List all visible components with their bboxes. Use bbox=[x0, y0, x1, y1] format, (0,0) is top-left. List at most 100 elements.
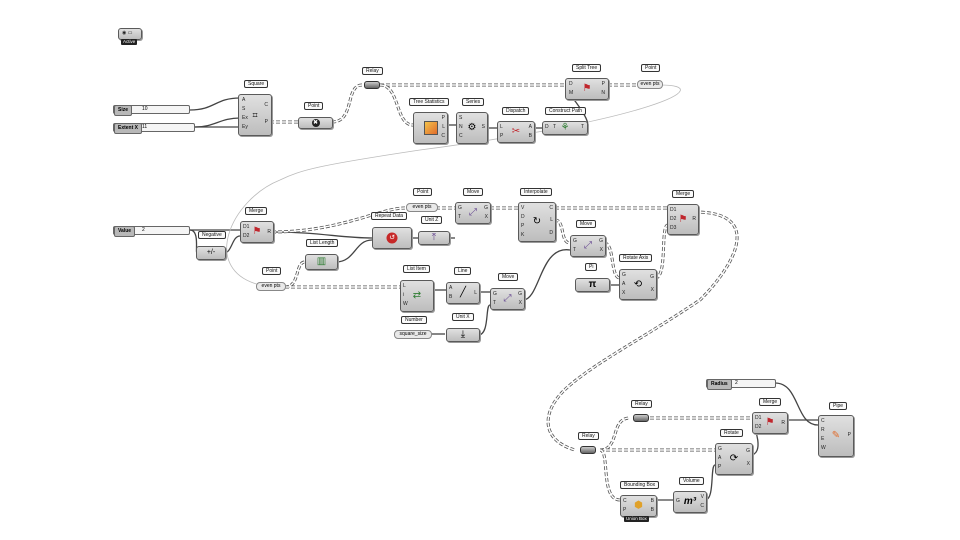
line-node[interactable]: A B L ╱ bbox=[446, 282, 480, 304]
volume-icon: m³ bbox=[683, 496, 697, 507]
series-tag: Series bbox=[462, 98, 485, 106]
relay-tag-3: Relay bbox=[631, 400, 652, 408]
value-slider-value: 2 bbox=[142, 227, 145, 233]
volume-node[interactable]: G V C m³ bbox=[673, 491, 707, 513]
rotate-icon: ⟳ bbox=[729, 453, 739, 464]
even-pts-panel-1[interactable]: even pts bbox=[637, 80, 663, 89]
interpolate-tag: Interpolate bbox=[520, 188, 552, 196]
list-length-tag: List Length bbox=[306, 239, 339, 247]
even-pts-panel-2[interactable]: even pts bbox=[406, 203, 438, 212]
pipe-icon: ✎ bbox=[831, 430, 841, 441]
merge-node-1[interactable]: D1 D2 R ⚑ bbox=[240, 221, 274, 243]
point-tag-3: Point bbox=[413, 188, 433, 196]
relay-tag-2: Relay bbox=[578, 432, 599, 440]
list-item-tag: List Item bbox=[403, 265, 430, 273]
move-tag-3: Move bbox=[498, 273, 519, 281]
size-slider[interactable]: Size 10 bbox=[113, 105, 190, 116]
radius-slider[interactable]: Radius 2 bbox=[706, 379, 776, 390]
relay-1[interactable] bbox=[364, 81, 380, 89]
series-node[interactable]: S N C S ⚙ bbox=[456, 112, 488, 144]
merge-icon: ⚑ bbox=[765, 417, 775, 428]
extent-x-slider-value: 11 bbox=[142, 124, 148, 130]
value-slider[interactable]: Value 2 bbox=[113, 226, 190, 237]
merge-tag-2: Merge bbox=[759, 398, 782, 406]
square-node[interactable]: A S Ex Ey C P ⌗ bbox=[238, 94, 272, 136]
relay-2[interactable] bbox=[580, 446, 596, 454]
negative-node[interactable]: +/- bbox=[196, 246, 226, 260]
rotate-axis-icon: ⟲ bbox=[633, 278, 643, 290]
relay-tag-1: Relay bbox=[362, 67, 383, 75]
dispatch-node[interactable]: L P A B ✂ bbox=[497, 121, 535, 143]
line-icon: ╱ bbox=[459, 287, 467, 298]
negative-tag: Negative bbox=[198, 231, 226, 239]
bounding-box-tag: Bounding Box bbox=[620, 481, 660, 489]
tree-statistics-icon bbox=[423, 121, 438, 135]
interpolate-icon: ↻ bbox=[532, 216, 542, 227]
point-param-1[interactable]: ✖ bbox=[298, 117, 333, 129]
unit-x-node[interactable]: ⤓ bbox=[446, 328, 480, 342]
negative-icon: +/- bbox=[206, 249, 216, 256]
rotate-axis-node[interactable]: G A X G X ⟲ bbox=[619, 269, 657, 300]
extent-x-slider[interactable]: Extent X 11 bbox=[113, 123, 195, 134]
volume-tag: Volume bbox=[679, 477, 704, 485]
number-tag: Number bbox=[401, 316, 427, 324]
rotate-axis-tag: Rotate Axis bbox=[619, 254, 653, 262]
pi-icon: π bbox=[588, 279, 597, 290]
size-slider-label: Size bbox=[114, 105, 133, 116]
repeat-data-icon: ↺ bbox=[386, 232, 398, 244]
repeat-data-tag: Repeat Data bbox=[371, 212, 408, 220]
merge-top-tag: Merge bbox=[672, 190, 695, 198]
move-tag-1: Move bbox=[463, 188, 484, 196]
radius-slider-value: 2 bbox=[735, 380, 738, 386]
series-icon: ⚙ bbox=[467, 122, 477, 133]
dispatch-icon: ✂ bbox=[511, 126, 521, 137]
construct-path-tag: Construct Path bbox=[545, 107, 587, 115]
square-size-panel[interactable]: square_size bbox=[394, 330, 432, 339]
move-node-1[interactable]: G T G X ⤢ bbox=[455, 202, 491, 224]
list-length-node[interactable]: ▥ bbox=[305, 254, 338, 270]
merge-node-2[interactable]: D1 D2 R ⚑ bbox=[752, 412, 788, 434]
rotate-tag: Rotate bbox=[720, 429, 743, 437]
bounding-box-node[interactable]: C P B B ⬢ bbox=[620, 495, 657, 517]
repeat-data-node[interactable]: ↺ bbox=[372, 227, 412, 249]
split-tree-tag: Split Tree bbox=[572, 64, 602, 72]
move-tag-2: Move bbox=[576, 220, 597, 228]
pi-node[interactable]: π bbox=[575, 278, 610, 292]
move-node-3[interactable]: G T G X ⤢ bbox=[490, 288, 525, 310]
dispatch-tag: Dispatch bbox=[502, 107, 530, 115]
tree-statistics-node[interactable]: P L C bbox=[413, 112, 448, 144]
union-box-badge: Union Box bbox=[624, 516, 649, 522]
construct-path-node[interactable]: D T T ⚘ bbox=[542, 121, 588, 135]
unit-x-icon: ⤓ bbox=[460, 329, 466, 340]
interpolate-node[interactable]: V D P K C L D ↻ bbox=[518, 202, 556, 242]
unit-z-tag: Unit Z bbox=[421, 216, 443, 224]
unit-x-tag: Unit X bbox=[452, 313, 474, 321]
split-tree-node[interactable]: D M P N ⚑ bbox=[565, 78, 609, 100]
merge-top-node[interactable]: D1 D2 D3 R ⚑ bbox=[667, 204, 699, 235]
move-icon: ⤢ bbox=[503, 293, 512, 304]
pipe-tag: Pipe bbox=[829, 402, 848, 410]
rotate-node[interactable]: G A P G X ⟳ bbox=[715, 443, 753, 475]
tree-statistics-tag: Tree Statistics bbox=[409, 98, 449, 106]
pipe-node[interactable]: C R E W P ✎ bbox=[818, 415, 854, 457]
point-tag-4: Point bbox=[262, 267, 282, 275]
line-tag: Line bbox=[454, 267, 472, 275]
point-tag-1: Point bbox=[304, 102, 324, 110]
move-icon: ⤢ bbox=[469, 207, 477, 218]
unit-z-node[interactable]: ⤒ bbox=[418, 231, 450, 245]
merge-icon: ⚑ bbox=[252, 226, 262, 237]
value-slider-label: Value bbox=[114, 226, 136, 237]
extent-x-slider-label: Extent X bbox=[114, 123, 143, 134]
even-pts-panel-3[interactable]: even pts bbox=[256, 282, 286, 291]
list-item-node[interactable]: L i W ⇄ bbox=[400, 280, 434, 312]
construct-path-icon: ⚘ bbox=[560, 122, 570, 133]
bounding-box-icon: ⬢ bbox=[634, 500, 643, 511]
merge-icon: ⚑ bbox=[678, 213, 688, 225]
relay-3[interactable] bbox=[633, 414, 649, 422]
point-icon: ✖ bbox=[311, 119, 320, 127]
point-tag-2: Point bbox=[641, 64, 661, 72]
move-node-2[interactable]: G T G X ⤢ bbox=[570, 235, 606, 257]
square-tag: Square bbox=[244, 80, 269, 88]
